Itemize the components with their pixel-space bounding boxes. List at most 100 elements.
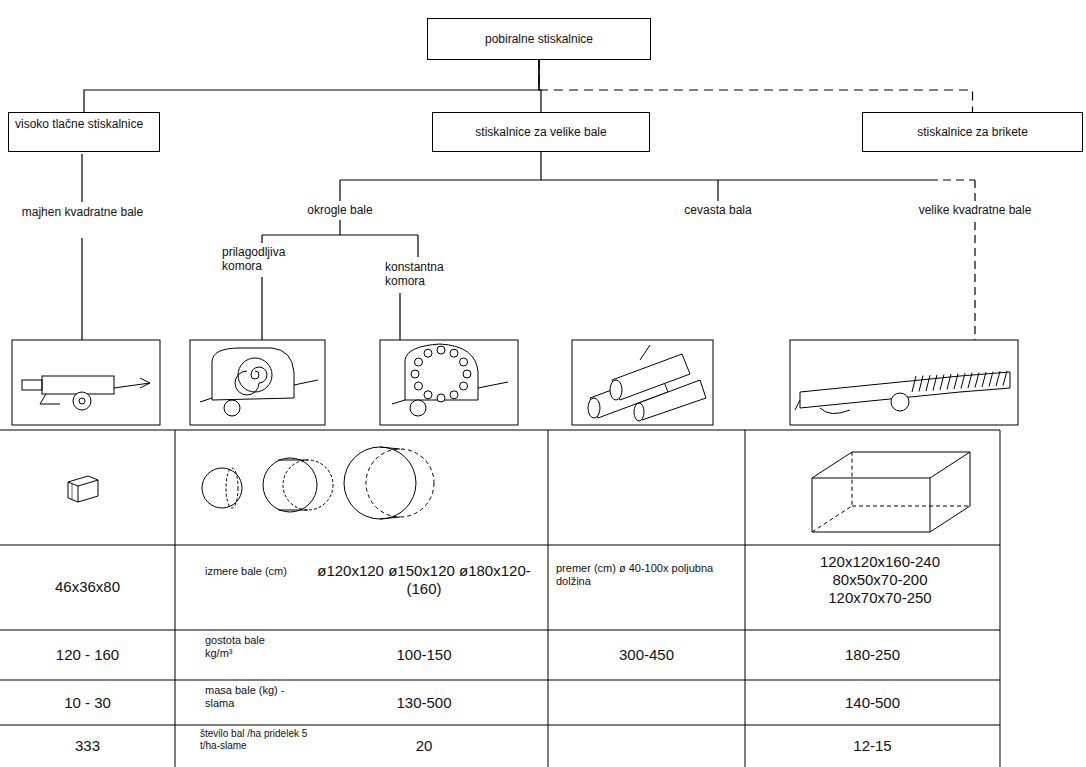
table-grid (0, 545, 1000, 546)
big-square-baler-sketch (989, 372, 993, 387)
round-baler-fixed-sketch (437, 394, 445, 402)
table-cell: 120 - 160 (0, 646, 175, 664)
table-cell: 46x36x80 (0, 578, 175, 596)
table-cell: gostota bale kg/m³ (205, 634, 295, 660)
tree-line (339, 180, 340, 201)
bale-shape (380, 447, 400, 519)
big-square-baler-sketch (926, 375, 930, 391)
category-box: visoko tlačne stiskalnice (8, 112, 160, 152)
round-baler-fixed-sketch (424, 391, 432, 399)
round-baler-fixed-sketch (424, 349, 432, 357)
illustration-frame (572, 340, 713, 425)
round-baler-variable-sketch (235, 367, 267, 395)
table-cell: ø120x120 ø150x120 ø180x120-(160) (305, 562, 543, 598)
big-square-baler-sketch (982, 372, 986, 387)
table-cell: 20 (300, 737, 548, 755)
illustration-frame (12, 340, 1018, 425)
bale-shape (812, 478, 930, 532)
tree-line (930, 179, 975, 180)
tree-line (717, 180, 718, 201)
round-baler-variable-sketch (200, 348, 318, 416)
table-cell: masa bale (kg) - slama (205, 684, 300, 710)
big-square-baler-sketch (795, 400, 850, 414)
small-baler-sketch (114, 378, 150, 388)
bale-shape (283, 460, 333, 510)
table-grid (745, 430, 746, 767)
bale-shape (202, 468, 242, 508)
bale-shape (68, 476, 98, 502)
bale-shape (812, 452, 970, 532)
tree-line (262, 234, 418, 235)
big-square-baler-sketch (975, 372, 979, 387)
bale-shape (263, 458, 317, 512)
box-text: pobiralne stiskalnice (434, 32, 644, 47)
round-baler-fixed-sketch (405, 344, 478, 400)
big-square-baler-sketch (891, 393, 909, 411)
tree-line (340, 179, 930, 180)
box-text: stiskalnice za velike bale (439, 125, 643, 140)
table-cell: 120x120x160-240 80x50x70-200 120x70x70-2… (795, 553, 965, 607)
small-baler-sketch (22, 376, 150, 410)
table-cell: 333 (0, 737, 175, 755)
category-box: stiskalnice za brikete (862, 112, 1083, 152)
bale-shape (72, 484, 73, 500)
branch-label: cevasta bala (668, 203, 768, 217)
tree-line (82, 152, 975, 340)
round-baler-fixed-sketch (411, 370, 419, 378)
tube-bale-sketch (588, 398, 600, 418)
round-baler-fixed-sketch (437, 346, 445, 354)
big-square-baler-sketch (912, 371, 1007, 392)
tree-connector (539, 60, 973, 112)
round-baler-fixed-sketch (460, 382, 468, 390)
tree-line (261, 235, 262, 243)
illustration-frame (790, 340, 1018, 425)
table-grid (0, 430, 1000, 431)
table-grid (0, 430, 1000, 767)
bale-shape (344, 447, 416, 519)
branch-label: majhen kvadratne bale (20, 205, 145, 219)
big-square-baler-sketch (933, 375, 937, 391)
round-baler-fixed-sketch (410, 400, 426, 416)
table-cell: 300-450 (548, 646, 745, 664)
category-box: stiskalnice za velike bale (432, 112, 650, 152)
bale-shape (226, 468, 238, 508)
big-square-baler-sketch (912, 376, 916, 392)
round-baler-fixed-sketch (392, 382, 508, 404)
tree-line (261, 277, 262, 340)
tube-bale-sketch (640, 345, 650, 360)
tree-line (81, 154, 82, 202)
big-square-baler-sketch (996, 371, 1000, 386)
branch-label: konstantna komora (385, 260, 465, 289)
round-baler-fixed-sketch (411, 346, 471, 402)
round-baler-variable-sketch (200, 380, 318, 402)
tree-line (399, 293, 400, 340)
table-grid (0, 630, 1000, 631)
branch-label: prilagodljiva komora (222, 245, 302, 274)
table-grid (548, 430, 549, 767)
table-cell: premer (cm) ø 40-100x poljubna dolžina (556, 562, 741, 588)
big-square-baler-sketch (961, 373, 965, 388)
table-cell: 12-15 (745, 737, 1000, 755)
table-cell: število bal /ha pridelek 5 t/ha-slame (200, 728, 325, 752)
big-square-baler-sketch (940, 374, 944, 390)
tube-bale-sketch (636, 380, 706, 420)
table-grid (175, 430, 176, 767)
round-baler-fixed-sketch (392, 344, 508, 416)
small-baler-sketch (42, 376, 114, 394)
round-baler-variable-sketch (224, 400, 240, 416)
tree-line (339, 220, 340, 235)
tree-line (417, 235, 418, 257)
illustration-frame (380, 340, 518, 425)
small-baler-sketch (79, 398, 85, 404)
big-square-baler-sketch (1003, 371, 1007, 386)
big-square-baler-sketch (954, 374, 958, 389)
table-grid (1000, 430, 1001, 767)
table-grid (0, 680, 1000, 681)
box-text: stiskalnice za brikete (869, 125, 1076, 140)
illustration-frame (190, 340, 325, 425)
table-cell: 180-250 (745, 646, 1000, 664)
tree-line (974, 222, 975, 340)
round-baler-fixed-sketch (414, 358, 422, 366)
small-baler-sketch (73, 392, 91, 410)
tree-line (540, 152, 541, 180)
